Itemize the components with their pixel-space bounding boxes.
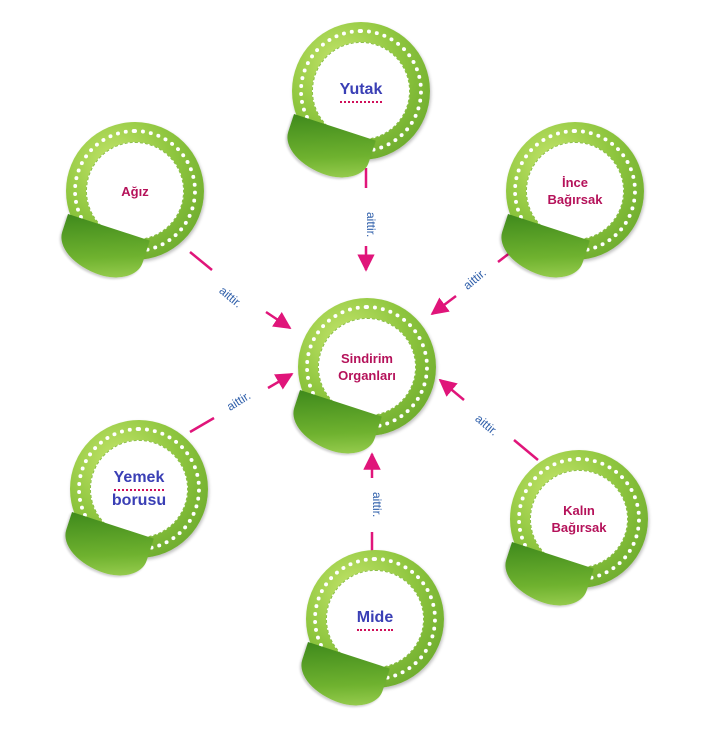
node-inner: İnce Bağırsak	[526, 142, 624, 240]
node-label-agiz: Ağız	[121, 183, 149, 199]
node-inner: Ağız	[86, 142, 184, 240]
node-yemek-borusu: Yemek borusu	[57, 420, 208, 585]
label-aittir-yutak: aittir.	[364, 212, 378, 238]
node-agiz: Ağız	[53, 122, 204, 287]
node-yutak: Yutak	[279, 22, 430, 187]
label-aittir-mide: aittir.	[370, 492, 384, 518]
node-label-yemek-line2: borusu	[111, 491, 167, 509]
node-ince-bagirsak: İnce Bağırsak	[493, 122, 644, 287]
node-label-ince-line2: Bağırsak	[547, 192, 603, 207]
arrow-yemek-head	[267, 372, 294, 390]
node-label-ince-line1: İnce	[561, 175, 588, 190]
node-center: Sindirim Organları	[285, 298, 436, 463]
node-inner: Sindirim Organları	[318, 318, 416, 416]
node-inner: Yutak	[312, 42, 410, 140]
node-label-yutak: Yutak	[339, 80, 383, 103]
node-label-yemek-line1: Yemek	[113, 468, 165, 491]
arrow-ince-head	[430, 295, 457, 316]
arrow-agiz	[189, 251, 213, 271]
node-inner: Kalın Bağırsak	[530, 470, 628, 568]
node-inner: Mide	[326, 570, 424, 668]
arrow-kalin-head	[438, 378, 465, 401]
center-label-line2: Organları	[338, 368, 396, 383]
node-mide: Mide	[293, 550, 444, 715]
node-label-kalin-line1: Kalın	[563, 503, 595, 518]
arrow-yemek	[189, 416, 215, 434]
node-kalin-bagirsak: Kalın Bağırsak	[497, 450, 648, 615]
node-inner: Yemek borusu	[90, 440, 188, 538]
node-label-kalin-line2: Bağırsak	[551, 520, 607, 535]
center-label-line1: Sindirim	[340, 351, 393, 366]
arrow-kalin	[513, 439, 539, 461]
arrow-agiz-head	[265, 310, 292, 330]
node-label-mide: Mide	[356, 608, 394, 631]
